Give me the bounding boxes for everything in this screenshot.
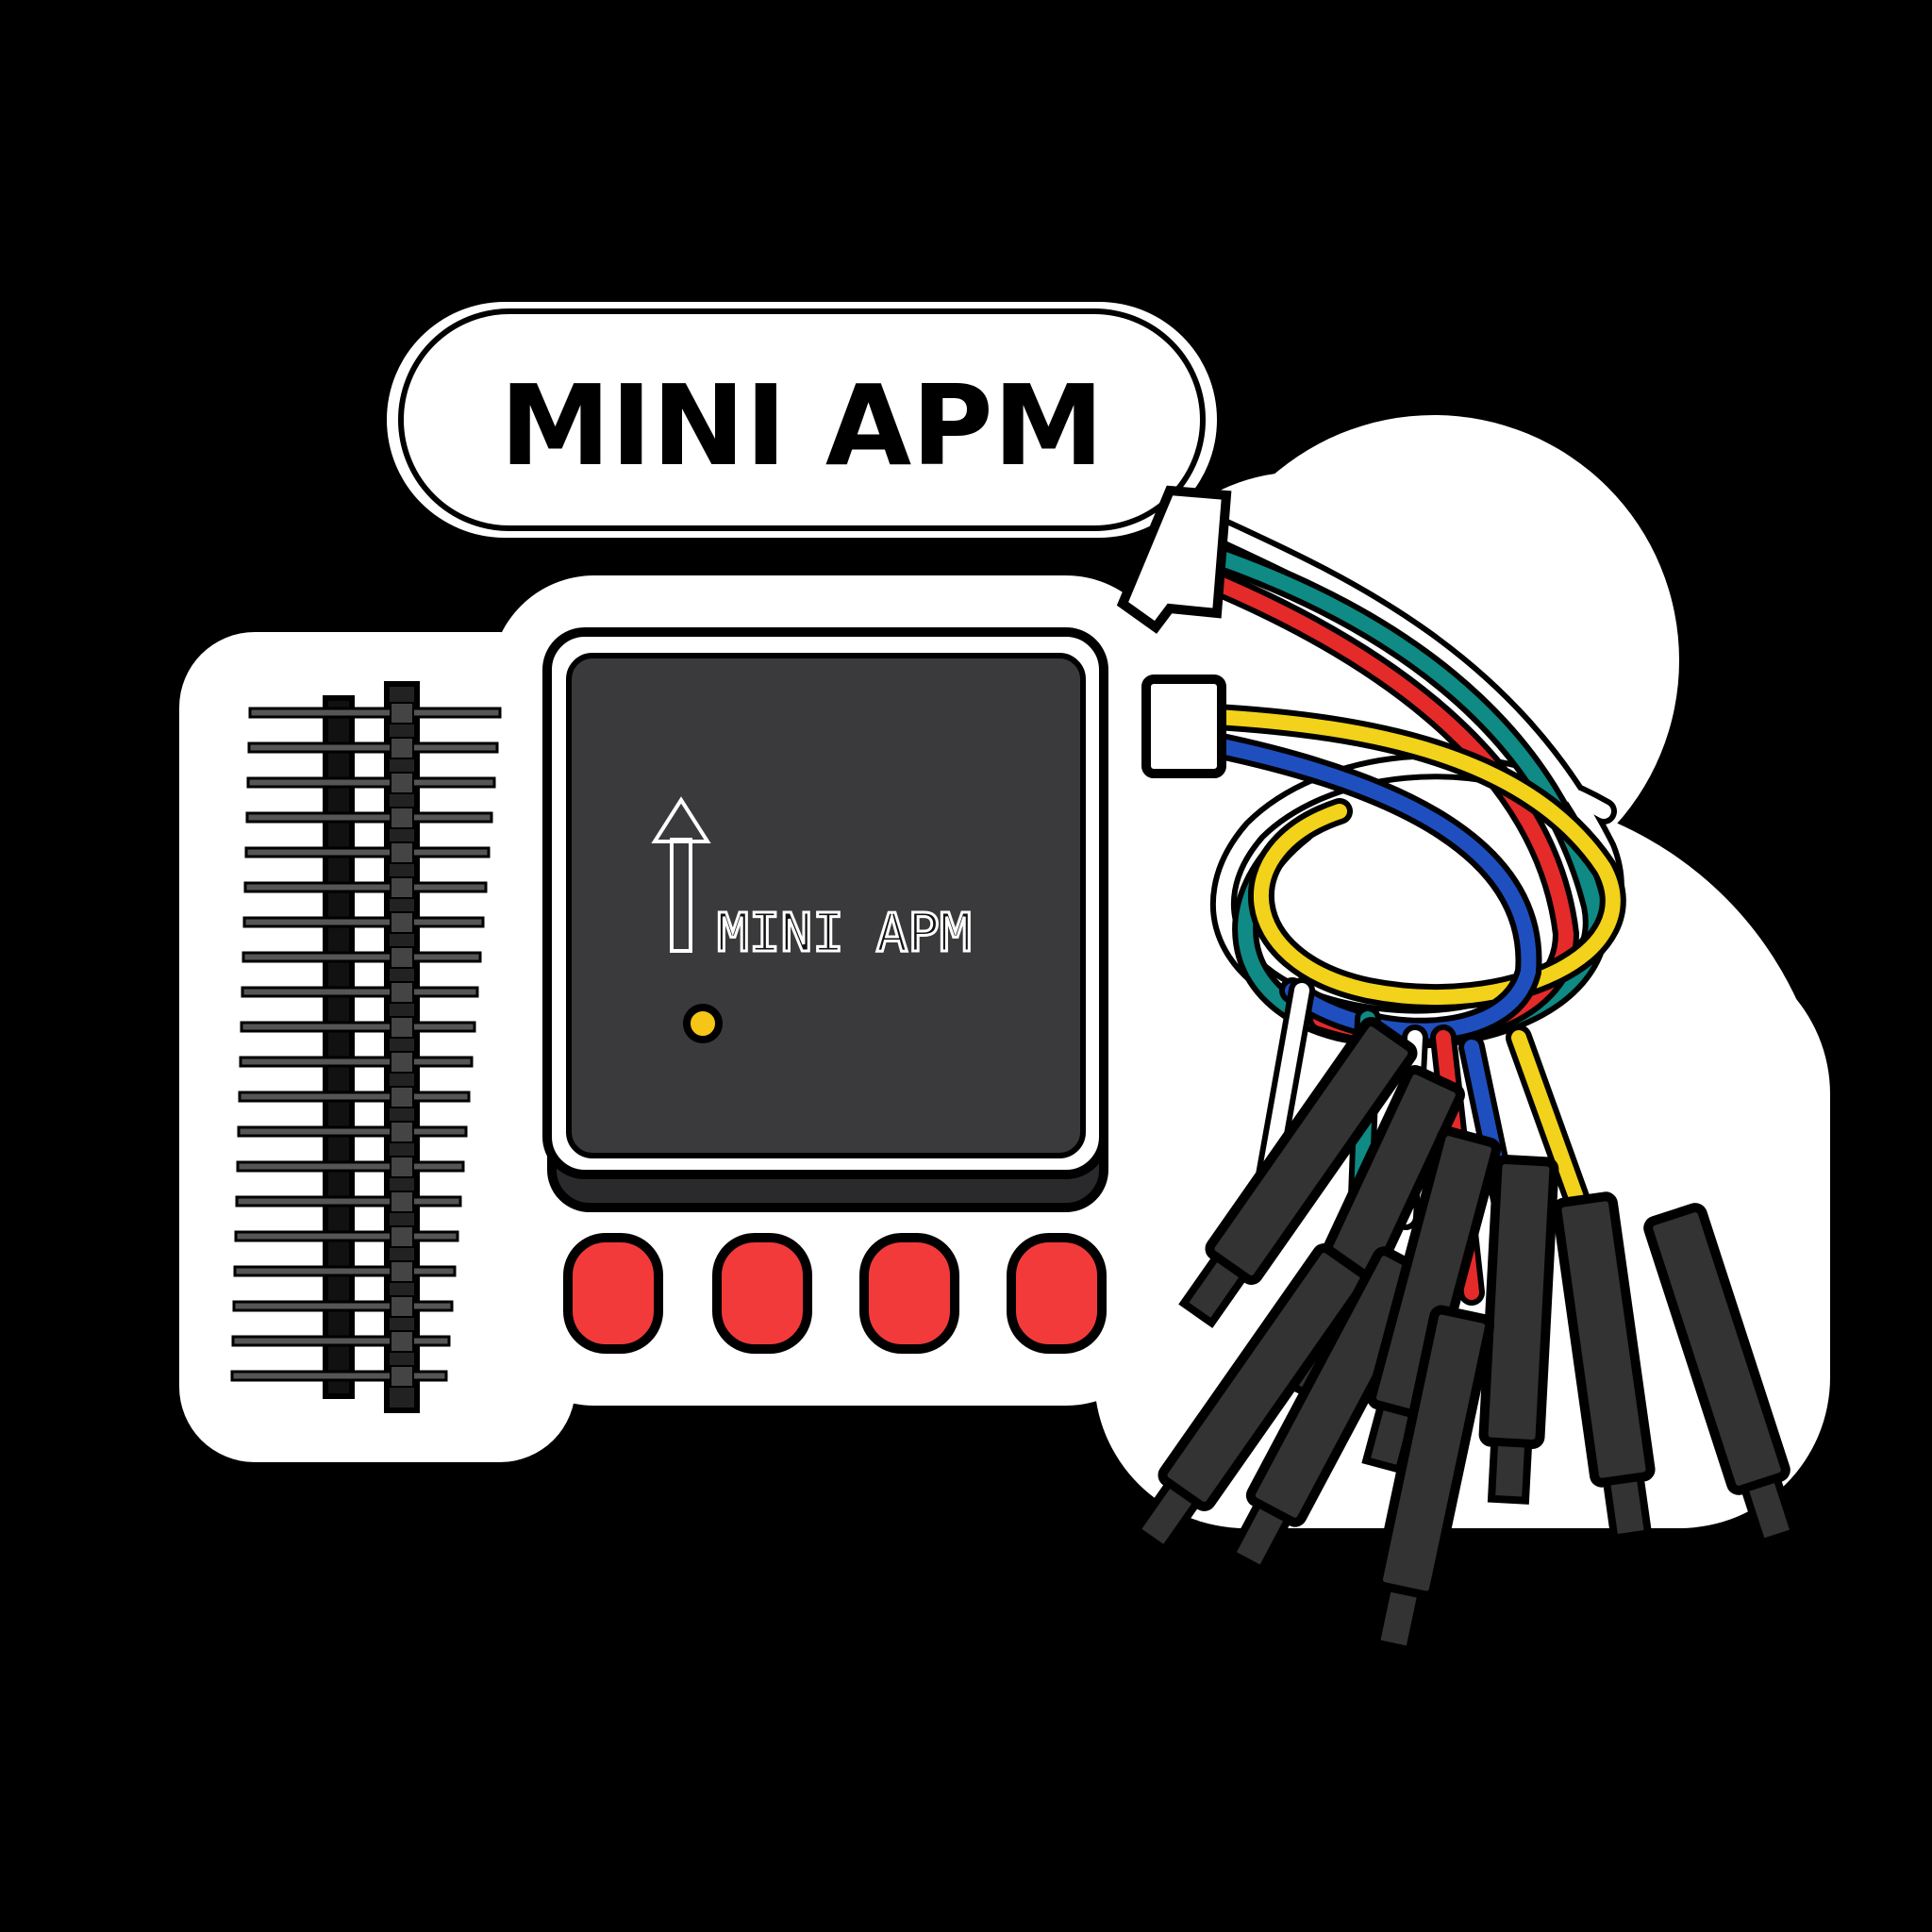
header-socket xyxy=(390,841,414,864)
header-socket xyxy=(390,981,414,1004)
header-pin xyxy=(238,1091,471,1103)
header-socket xyxy=(390,1330,414,1353)
connector-top xyxy=(1116,485,1232,778)
header-pin xyxy=(231,1335,451,1347)
header-pin xyxy=(244,846,491,858)
header-pin xyxy=(242,916,485,928)
header-socket xyxy=(390,1086,414,1108)
wire xyxy=(1209,709,1621,1005)
dupont-plug xyxy=(1552,1191,1656,1542)
arrow-up-icon xyxy=(651,796,711,953)
header-socket xyxy=(390,807,414,829)
dupont-plug xyxy=(1371,1305,1495,1655)
header-socket xyxy=(390,1191,414,1213)
apm-module: MINI APM xyxy=(542,627,1108,1212)
header-pin xyxy=(239,1056,474,1068)
header-socket xyxy=(390,911,414,934)
header-socket xyxy=(390,1260,414,1283)
header-socket xyxy=(390,1225,414,1248)
dupont-plug xyxy=(1226,1246,1434,1575)
red-button xyxy=(859,1233,959,1354)
dupont-plug xyxy=(1643,1203,1800,1548)
dupont-plug xyxy=(1478,1155,1559,1505)
indicator-dot xyxy=(683,1004,723,1043)
header-pin xyxy=(233,1265,457,1277)
header-pin xyxy=(242,951,482,963)
title-pill xyxy=(398,308,1206,531)
plug-bundle xyxy=(1131,1017,1800,1655)
header-pin xyxy=(241,986,479,998)
header-pin xyxy=(240,1021,476,1033)
red-button xyxy=(712,1233,812,1354)
header-socket xyxy=(390,1295,414,1318)
header-pin xyxy=(230,1370,448,1382)
red-button xyxy=(1007,1233,1107,1354)
header-socket xyxy=(390,876,414,899)
header-socket xyxy=(390,737,414,759)
header-socket xyxy=(390,1051,414,1074)
header-pin xyxy=(237,1125,468,1138)
header-pin xyxy=(235,1195,462,1208)
board-label: MINI APM xyxy=(717,903,972,964)
header-pin xyxy=(248,707,502,719)
sticker-title: MINI APM xyxy=(500,360,1104,491)
header-pin xyxy=(245,811,493,824)
header-socket xyxy=(390,1365,414,1388)
header-pin xyxy=(246,776,496,789)
header-pin xyxy=(232,1300,454,1312)
header-pin xyxy=(236,1160,465,1173)
pin-header xyxy=(230,681,502,1413)
header-socket xyxy=(390,702,414,724)
header-socket xyxy=(390,772,414,794)
pin-header-bar-left xyxy=(323,695,355,1399)
header-pin xyxy=(243,881,488,893)
dupont-plug xyxy=(1131,1243,1371,1555)
header-pin xyxy=(234,1230,459,1242)
header-socket xyxy=(390,1121,414,1143)
header-pin xyxy=(247,741,499,754)
header-socket xyxy=(390,1016,414,1039)
wire xyxy=(1209,549,1604,1043)
red-button xyxy=(563,1233,663,1354)
header-socket xyxy=(390,1156,414,1178)
header-socket xyxy=(390,946,414,969)
pin-header-bar-right xyxy=(384,681,420,1413)
button-row xyxy=(563,1233,1107,1354)
dupont-plug xyxy=(1178,1017,1418,1328)
